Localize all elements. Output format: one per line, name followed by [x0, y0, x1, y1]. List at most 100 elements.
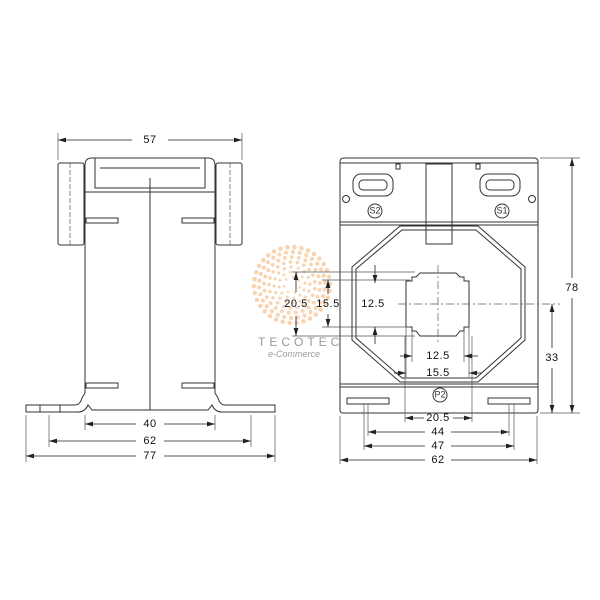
watermark-dot	[302, 313, 307, 318]
watermark-dot	[252, 276, 257, 282]
clamp	[425, 163, 453, 245]
primary-window	[405, 272, 470, 337]
watermark-dot	[284, 278, 288, 281]
watermark-dot	[256, 263, 262, 269]
watermark-dot	[315, 261, 320, 266]
watermark-dot	[276, 265, 280, 269]
side-view: 57 40 62 77	[25, 133, 276, 462]
watermark-dot	[256, 285, 262, 290]
watermark-dot	[313, 305, 318, 310]
watermark-dot	[302, 288, 306, 292]
watermark-dot	[263, 274, 268, 279]
watermark-dot	[282, 273, 286, 277]
core-outline	[351, 225, 526, 383]
watermark-dot	[288, 270, 292, 274]
watermark-dot	[267, 313, 273, 319]
watermark-dot	[295, 315, 301, 320]
watermark-dot	[282, 261, 286, 266]
watermark-dot	[296, 266, 300, 270]
watermark-dot	[321, 273, 326, 278]
watermark-dot	[257, 278, 262, 283]
right-terminal-block	[215, 162, 243, 246]
watermark-dot	[264, 304, 269, 309]
watermark-dot	[310, 293, 315, 297]
watermark-dot	[310, 256, 315, 261]
watermark-dot	[315, 294, 320, 299]
watermark-dot	[326, 274, 332, 280]
dim-15-5-horizontal: 15.5	[426, 367, 449, 379]
watermark-dot	[296, 255, 301, 260]
watermark-dot	[252, 290, 258, 296]
watermark-dot	[260, 298, 266, 303]
watermark-dot	[278, 246, 283, 252]
watermark-dot	[313, 280, 317, 284]
watermark-dot	[269, 309, 274, 314]
watermark-dot	[318, 307, 324, 313]
watermark-dot	[278, 278, 282, 282]
watermark-dot	[271, 270, 275, 274]
watermark-dot	[258, 303, 263, 309]
watermark-dot	[266, 268, 271, 273]
watermark-dot	[262, 281, 266, 286]
watermark-tagline: e-Commerce	[268, 349, 320, 359]
terminal-s2-label: S2	[369, 205, 380, 215]
watermark-dot	[318, 300, 323, 305]
watermark-dot	[282, 284, 286, 288]
watermark-dot	[289, 265, 293, 269]
watermark-dot	[300, 275, 304, 279]
watermark-dot	[313, 312, 319, 317]
watermark-dot	[309, 262, 313, 267]
watermark-dot	[307, 267, 311, 272]
watermark-dot	[317, 288, 322, 292]
watermark-dot	[311, 251, 317, 257]
watermark-dot	[304, 253, 309, 258]
watermark-dot	[303, 258, 308, 263]
watermark-dot	[317, 256, 322, 261]
watermark-dot	[301, 318, 306, 324]
watermark-dot	[311, 273, 315, 277]
dim-62-side: 62	[143, 435, 156, 447]
watermark-dot	[321, 261, 326, 267]
dim-20-5-horizontal: 20.5	[426, 412, 449, 424]
watermark-dot	[307, 316, 313, 321]
watermark-dot	[292, 296, 296, 300]
watermark-dot	[271, 249, 277, 254]
terminal-s2-slot	[352, 173, 394, 197]
watermark-dot	[286, 290, 290, 294]
watermark-dot	[285, 295, 289, 299]
watermark-dot	[311, 300, 316, 305]
watermark-dot	[294, 320, 299, 325]
dim-15-5-vertical: 15.5	[316, 298, 339, 310]
watermark-dot	[298, 286, 301, 289]
watermark-dot	[268, 301, 273, 305]
watermark-dot	[327, 288, 332, 294]
watermark-dot	[293, 310, 298, 315]
watermark-dot	[308, 282, 312, 286]
watermark-dot	[324, 267, 330, 273]
watermark-dot	[282, 256, 287, 260]
watermark-dot	[312, 286, 317, 291]
watermark-dot	[261, 265, 266, 270]
watermark-dot	[282, 314, 287, 320]
watermark-dot	[322, 301, 328, 307]
watermark-dot	[288, 260, 293, 264]
terminal-s1-label: S1	[496, 205, 507, 215]
watermark-dot	[291, 301, 295, 305]
watermark-dot	[301, 303, 306, 307]
watermark-dot	[287, 320, 292, 326]
watermark-dot	[278, 296, 282, 300]
dim-57: 57	[143, 134, 156, 146]
watermark-dot	[262, 288, 267, 293]
watermark-dot	[271, 255, 276, 260]
watermark-dot	[265, 253, 271, 258]
dim-44: 44	[431, 426, 444, 438]
watermark-dot	[305, 248, 311, 253]
watermark-dot	[306, 275, 310, 279]
watermark-dot	[320, 293, 326, 299]
watermark-dot	[258, 271, 264, 277]
dim-40: 40	[143, 418, 156, 430]
watermark-dot	[281, 304, 286, 309]
watermark-dot	[264, 295, 269, 300]
watermark-dot	[290, 249, 296, 255]
